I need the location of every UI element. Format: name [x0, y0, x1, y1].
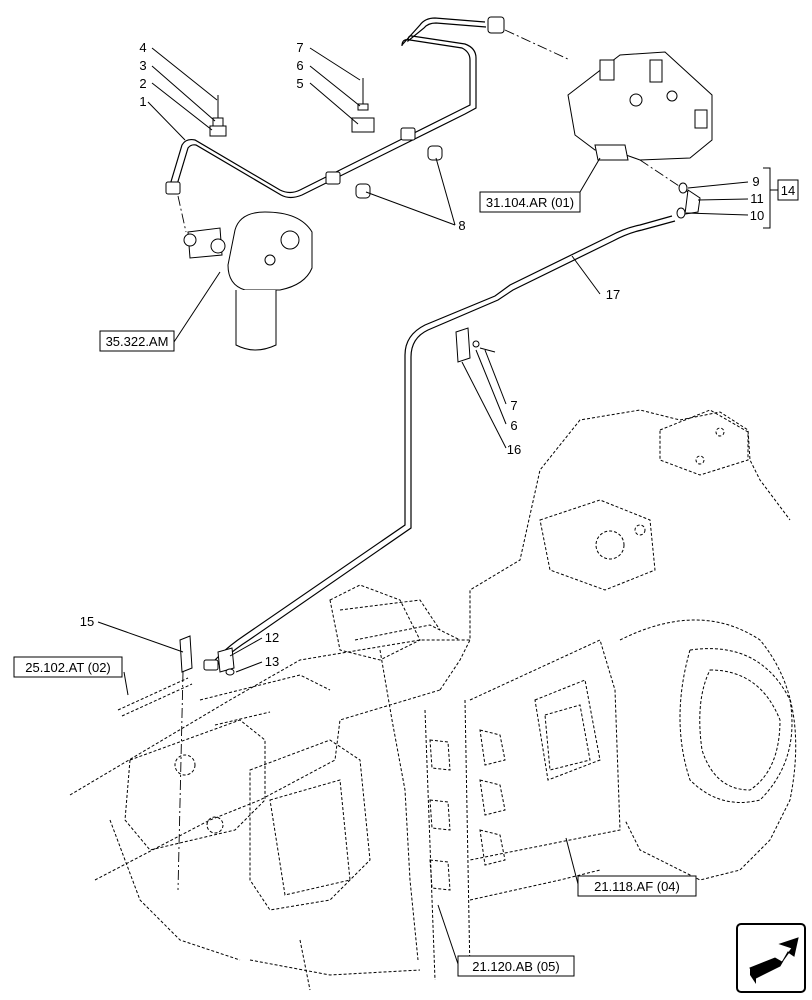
ref-31104-ar: 31.104.AR (01): [486, 195, 574, 210]
washer-6-top: [357, 103, 369, 111]
clamp-2: [209, 125, 227, 137]
callout-15: 15: [80, 614, 94, 629]
pipe-17: [203, 215, 676, 671]
callout-6-mid: 6: [510, 418, 517, 433]
callout-3: 3: [139, 58, 146, 73]
grommet-8b: [427, 145, 443, 161]
clip-12: [217, 647, 235, 673]
elbow-11: [684, 189, 701, 215]
pipe-sleeve-b: [400, 127, 416, 141]
screw-7-mid: [479, 347, 496, 353]
spacer-3: [212, 117, 224, 127]
ref-21118-af: 21.118.AF (04): [594, 879, 680, 894]
leader-lines: [97, 47, 778, 965]
clip-16-group: [455, 327, 496, 363]
pipe-nut-top: [487, 16, 505, 34]
callout-6-top: 6: [296, 58, 303, 73]
ref-35322-am: 35.322.AM: [106, 334, 169, 349]
pipe-nut-left: [165, 181, 181, 195]
callout-9: 9: [752, 174, 759, 189]
next-page-arrow-icon[interactable]: [736, 923, 806, 993]
callout-14-box: [777, 179, 799, 201]
callout-13: 13: [265, 654, 279, 669]
callout-5: 5: [296, 76, 303, 91]
ref-box-21120: [457, 955, 575, 977]
clip-16: [455, 327, 471, 363]
callout-16: 16: [507, 442, 521, 457]
callout-7-top: 7: [296, 40, 303, 55]
callout-2: 2: [139, 76, 146, 91]
washer-6-mid: [472, 340, 480, 348]
callout-12: 12: [265, 630, 279, 645]
pipe-sleeve-a: [325, 171, 341, 185]
clamp-group-upper: [209, 78, 375, 137]
ref-box-21118: [577, 875, 697, 897]
o-ring-9: [678, 182, 688, 194]
chassis-outline: [69, 409, 797, 991]
filter-housing: [177, 195, 313, 351]
bracket-15: [179, 635, 193, 673]
screw-13: [225, 668, 235, 676]
grommet-8a: [355, 183, 371, 199]
callout-1: 1: [139, 94, 146, 109]
callout-11: 11: [750, 191, 764, 206]
callout-10: 10: [750, 208, 764, 223]
reference-boxes: 35.322.AM 31.104.AR (01) 25.102.AT (02) …: [13, 191, 697, 977]
callout-14: 14: [781, 183, 795, 198]
pipe-assembly-1: [165, 16, 505, 199]
ref-box-25102: [13, 656, 123, 678]
callout-8: 8: [458, 218, 465, 233]
bracket-15-group: [117, 635, 235, 891]
clamp-5: [351, 117, 375, 133]
o-ring-10: [676, 207, 686, 219]
callout-17: 17: [606, 287, 620, 302]
ref-box-31104: [479, 191, 581, 213]
pipe-17-nut-lower: [203, 659, 219, 671]
fittings-9-10-11: [676, 182, 701, 219]
valve-block: [504, 29, 713, 193]
ref-25102-at: 25.102.AT (02): [25, 660, 111, 675]
ref-box-35322: [99, 330, 175, 352]
callout-numbers: 4 3 2 1 7 6 5 8 9 11 10 14 17 7 6 16 15 …: [80, 40, 799, 669]
callout-4: 4: [139, 40, 146, 55]
ref-21120-ab: 21.120.AB (05): [472, 959, 559, 974]
callout-7-mid: 7: [510, 398, 517, 413]
